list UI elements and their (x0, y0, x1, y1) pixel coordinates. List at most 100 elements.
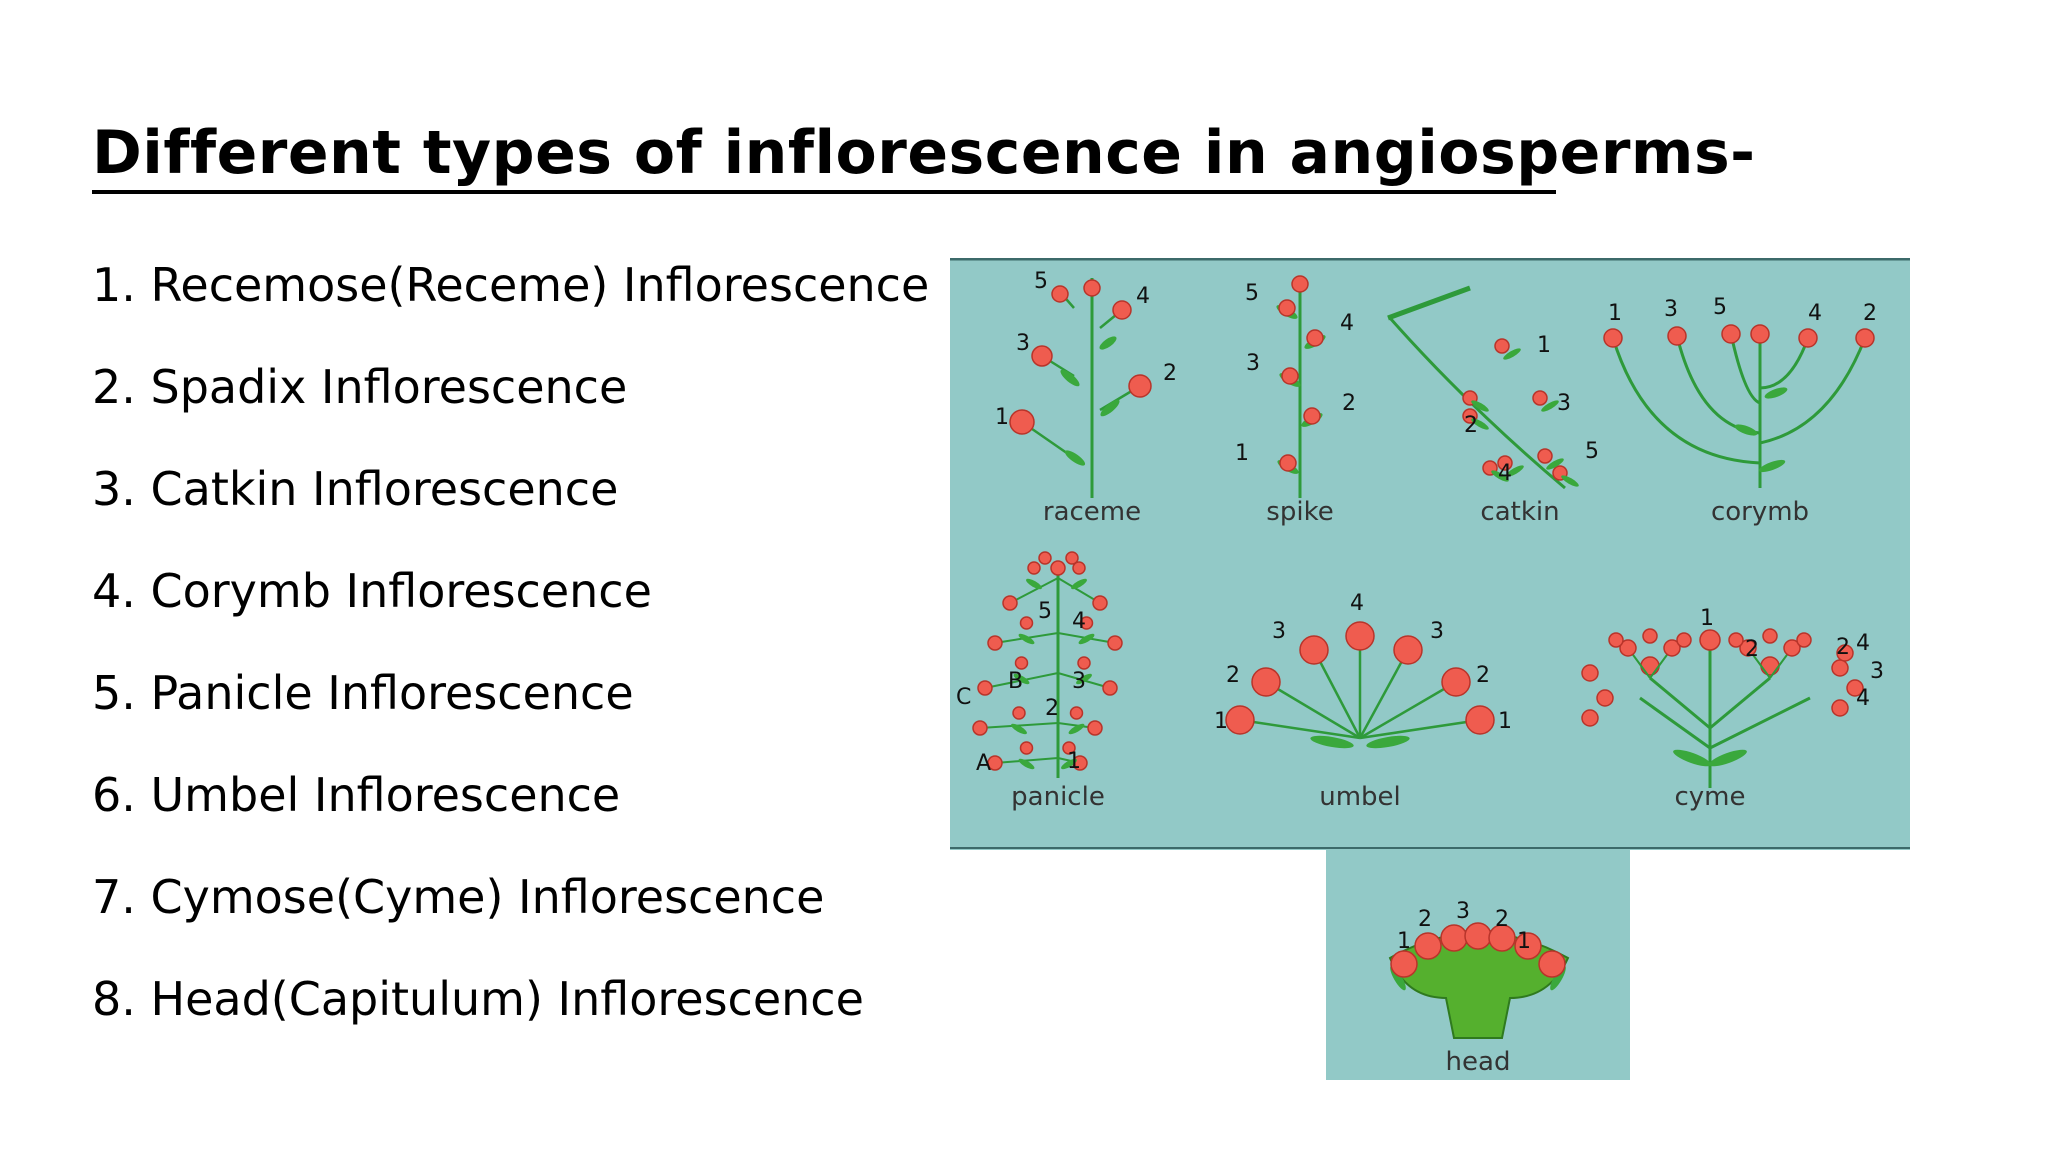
flower (1393, 635, 1423, 665)
svg-text:4: 4 (1350, 591, 1364, 616)
bract (1366, 735, 1410, 749)
head-numbers: 1 2 3 2 1 (1397, 899, 1531, 954)
svg-text:A: A (976, 751, 991, 776)
flower (1596, 689, 1614, 707)
diagram-structure (972, 275, 1875, 1039)
flower (1488, 924, 1516, 952)
svg-text:4: 4 (1072, 609, 1086, 634)
flower (1027, 561, 1041, 575)
flower (1798, 328, 1818, 348)
bract (1100, 399, 1120, 417)
flower (1038, 551, 1052, 565)
svg-text:2: 2 (1863, 301, 1877, 326)
bract (1471, 400, 1489, 412)
flower (1640, 656, 1660, 676)
flower (1619, 639, 1637, 657)
flower (1390, 950, 1418, 978)
flower (1012, 706, 1026, 720)
svg-text:5: 5 (1585, 439, 1599, 464)
flower (1497, 455, 1513, 471)
label-corymb: corymb (1711, 497, 1809, 527)
flower (1019, 741, 1034, 755)
bract (1064, 450, 1086, 466)
bract (1018, 758, 1035, 770)
flower (1464, 922, 1492, 950)
stalk (1009, 577, 1059, 604)
bract (1076, 673, 1092, 685)
flower (1465, 705, 1495, 735)
list-item-catkin: 3. Catkin Inflorescence (92, 462, 619, 516)
svg-text:2: 2 (1495, 907, 1509, 932)
svg-text:4: 4 (1136, 284, 1150, 309)
svg-text:2: 2 (1045, 696, 1059, 721)
flower (1072, 561, 1086, 575)
stem (1388, 317, 1566, 490)
svg-text:3: 3 (1246, 351, 1260, 376)
svg-text:2: 2 (1342, 391, 1356, 416)
stalk (1265, 680, 1361, 740)
flower (1050, 560, 1066, 576)
flower (1750, 324, 1770, 344)
bract (1310, 735, 1354, 749)
list-item-spadix: 2. Spadix Inflorescence (92, 360, 628, 414)
flower (1537, 448, 1553, 464)
flower (1306, 329, 1324, 347)
flower (1855, 328, 1875, 348)
stalk (1359, 718, 1481, 740)
flower (1538, 950, 1566, 978)
svg-text:3: 3 (1016, 331, 1030, 356)
flower (1581, 664, 1599, 682)
stalk (1639, 696, 1711, 750)
bract (1561, 475, 1579, 487)
stalk (1358, 649, 1410, 739)
flower (1069, 706, 1084, 720)
svg-text:2: 2 (1418, 907, 1432, 932)
corymb-numbers: 1 3 5 4 2 (1608, 295, 1877, 326)
list-item-cyme: 7. Cymose(Cyme) Inflorescence (92, 870, 825, 924)
svg-text:3: 3 (1557, 391, 1571, 416)
flower (987, 635, 1003, 651)
flower (1642, 628, 1658, 644)
svg-text:2: 2 (1476, 663, 1490, 688)
flower (1065, 551, 1079, 565)
flower (1014, 656, 1029, 670)
label-cyme: cyme (1674, 782, 1745, 812)
stalk (1709, 696, 1811, 750)
flower (972, 720, 988, 736)
flower (1087, 720, 1103, 736)
svg-text:2: 2 (1745, 637, 1759, 662)
flower (1278, 299, 1296, 317)
flower (1079, 616, 1094, 630)
flower (1721, 324, 1741, 344)
stalk (994, 757, 1059, 764)
svg-text:1: 1 (995, 405, 1009, 430)
svg-text:3: 3 (1870, 659, 1884, 684)
flower (1783, 639, 1801, 657)
flower (1077, 656, 1091, 670)
inflorescence-type-list: 1. Recemose(Receme) Inflorescence 2. Spa… (92, 255, 929, 1071)
svg-text:3: 3 (1456, 899, 1470, 924)
flower (1663, 639, 1681, 657)
svg-text:B: B (1008, 669, 1023, 694)
svg-text:1: 1 (1537, 333, 1551, 358)
bract (1734, 424, 1758, 436)
flower (1051, 285, 1069, 303)
flower (1062, 741, 1076, 755)
bract (1503, 348, 1521, 360)
flower (1831, 659, 1849, 677)
flower (1345, 621, 1375, 651)
svg-text:5: 5 (1034, 269, 1048, 294)
bract (1068, 723, 1085, 735)
flower (1291, 275, 1309, 293)
svg-text:1: 1 (1067, 749, 1081, 774)
stem (1729, 333, 1761, 405)
svg-text:4: 4 (1340, 311, 1354, 336)
raceme-numbers: 5 4 3 2 1 (995, 269, 1177, 430)
svg-text:5: 5 (1713, 295, 1727, 320)
bract (1018, 633, 1035, 645)
bract (1758, 459, 1786, 473)
page-title: Different types of inflorescence in angi… (92, 118, 1756, 188)
flower (1112, 300, 1132, 320)
svg-text:5: 5 (1245, 281, 1259, 306)
svg-text:4: 4 (1856, 631, 1870, 656)
